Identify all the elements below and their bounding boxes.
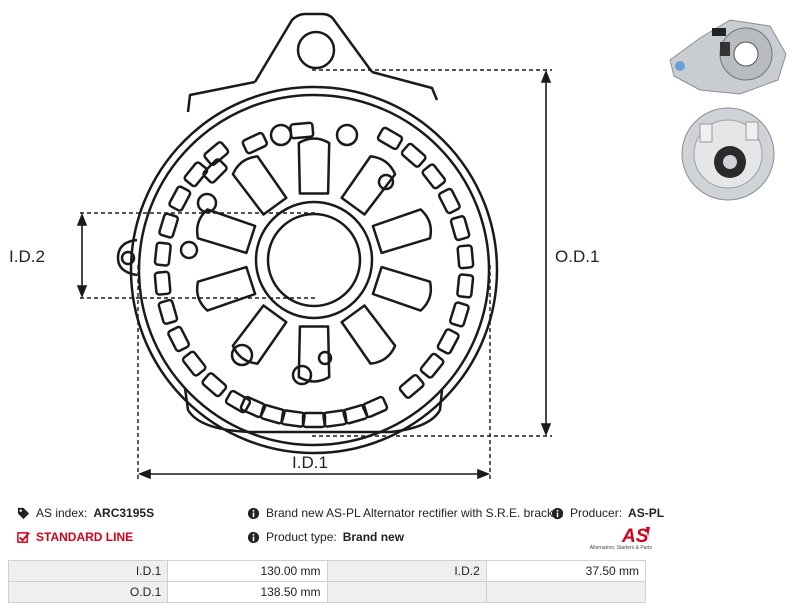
dimension-extensions: [80, 69, 552, 480]
cooling-slots: [153, 121, 475, 429]
mounting-ear: [253, 12, 374, 83]
inner-vent: [297, 137, 331, 195]
product-info: AS index: ARC3195S STANDARD LINE Brand n…: [0, 500, 800, 558]
cooling-slot: [168, 185, 192, 212]
cooling-slot: [167, 325, 191, 353]
info-icon: [550, 506, 564, 520]
inner-vent: [231, 155, 288, 216]
cooling-slot: [437, 187, 461, 215]
cooling-slot: [202, 158, 228, 184]
inner-vent: [195, 208, 257, 255]
cooling-slot: [449, 215, 471, 242]
spec-value: 37.50 mm: [485, 560, 647, 582]
cooling-slot: [456, 273, 475, 299]
cooling-slot: [224, 389, 252, 414]
top-flange: [186, 70, 439, 113]
side-lug: [116, 238, 138, 277]
cooling-slot: [153, 241, 172, 267]
product-photo-back[interactable]: [660, 8, 792, 100]
inner-vent: [297, 325, 331, 383]
cooling-slot: [289, 121, 315, 140]
bearing-inner: [266, 212, 362, 308]
inner-vent: [340, 155, 397, 216]
cooling-slot: [153, 270, 172, 296]
producer-value: AS-PL: [628, 506, 665, 520]
product-type-label: Product type:: [266, 530, 337, 544]
cooling-slot: [456, 244, 475, 270]
lower-skirt: [183, 387, 444, 434]
cooling-slot: [436, 328, 460, 355]
spec-label: O.D.1: [7, 581, 169, 603]
checkbox-checked-icon: [16, 530, 30, 544]
bearing-outer: [254, 200, 374, 320]
inner-vent: [371, 208, 433, 255]
cooling-slot: [203, 141, 230, 167]
cooling-slot: [376, 126, 404, 151]
dimension-arrows: [76, 69, 552, 480]
inner-vent: [371, 265, 433, 312]
producer-label: Producer:: [570, 506, 623, 520]
spec-value: 130.00 mm: [167, 560, 328, 582]
technical-drawing: I.D.2 O.D.1 I.D.1: [9, 12, 599, 480]
small-holes: [179, 123, 395, 386]
info-icon: [246, 530, 260, 544]
inner-vents: [195, 137, 433, 383]
cooling-slot: [181, 350, 207, 377]
spec-label: I.D.2: [326, 560, 487, 582]
cooling-slot: [241, 131, 268, 155]
as-pl-logo: AS Alternators, Starters & Parts: [586, 525, 652, 553]
cooling-slot: [400, 142, 427, 168]
cooling-slot: [419, 352, 445, 379]
cooling-slot: [421, 163, 447, 190]
logo-tagline: Alternators, Starters & Parts: [589, 545, 652, 551]
ear-hole: [296, 30, 336, 70]
id1-label: I.D.1: [292, 453, 328, 472]
inner-vent: [231, 304, 288, 365]
cooling-slot: [398, 373, 425, 399]
as-index-label: AS index:: [36, 506, 88, 520]
cooling-slot: [301, 411, 327, 429]
cooling-slot: [239, 395, 267, 419]
cooling-slot: [201, 372, 228, 398]
logo-text: AS: [621, 526, 649, 545]
id2-label: I.D.2: [9, 247, 45, 266]
cooling-slot: [183, 161, 209, 188]
od1-label: O.D.1: [555, 247, 599, 266]
bracket-inner-ring: [137, 93, 491, 447]
info-icon: [246, 506, 260, 520]
cooling-slot: [157, 298, 179, 325]
product-type-value: Brand new: [342, 530, 405, 544]
spec-label: I.D.1: [7, 560, 169, 582]
as-index-value: ARC3195S: [93, 506, 155, 520]
bracket-outer-ring: [129, 85, 499, 455]
product-description: Brand new AS-PL Alternator rectifier wit…: [266, 506, 564, 520]
product-photo-front[interactable]: [660, 102, 792, 202]
cooling-slot: [158, 212, 180, 239]
tag-icon: [16, 506, 30, 520]
inner-vent: [340, 304, 397, 365]
spec-label: [326, 581, 487, 603]
cooling-slot: [448, 301, 470, 328]
spec-value: [485, 581, 647, 603]
inner-vent: [195, 265, 257, 312]
standard-line-badge: STANDARD LINE: [36, 530, 134, 544]
spec-value: 138.50 mm: [167, 581, 328, 603]
